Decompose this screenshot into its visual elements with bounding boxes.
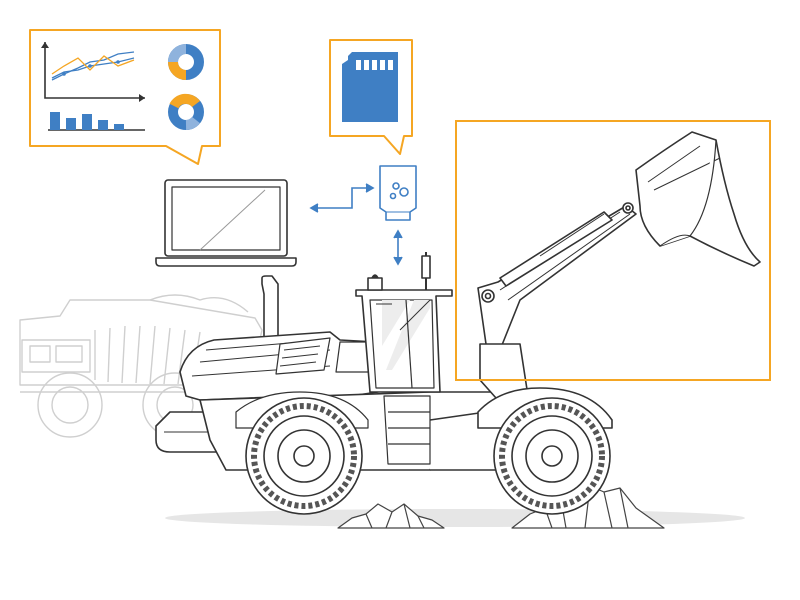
bar-chart-icon <box>48 112 145 131</box>
loader-bucket <box>635 131 761 267</box>
analytics-callout <box>29 29 221 165</box>
storage-callout <box>329 39 413 155</box>
rock-pile-left <box>337 503 445 529</box>
front-wheel <box>493 397 611 515</box>
donut-chart-icon-bottom <box>168 93 204 130</box>
laptop-icon <box>155 179 297 267</box>
arrow-logger-to-laptop <box>312 187 372 209</box>
exhaust-stack <box>261 275 279 339</box>
data-logger-icon <box>379 165 417 221</box>
rear-wheel <box>245 397 363 515</box>
data-flow-arrows-icon <box>309 183 403 266</box>
donut-chart-icon-top <box>168 44 204 80</box>
cab-steps <box>383 395 431 465</box>
sd-card-icon <box>342 52 398 122</box>
lift-cylinder <box>499 211 613 287</box>
line-chart-icon <box>41 42 145 102</box>
bucket-highlight-frame <box>455 120 771 381</box>
